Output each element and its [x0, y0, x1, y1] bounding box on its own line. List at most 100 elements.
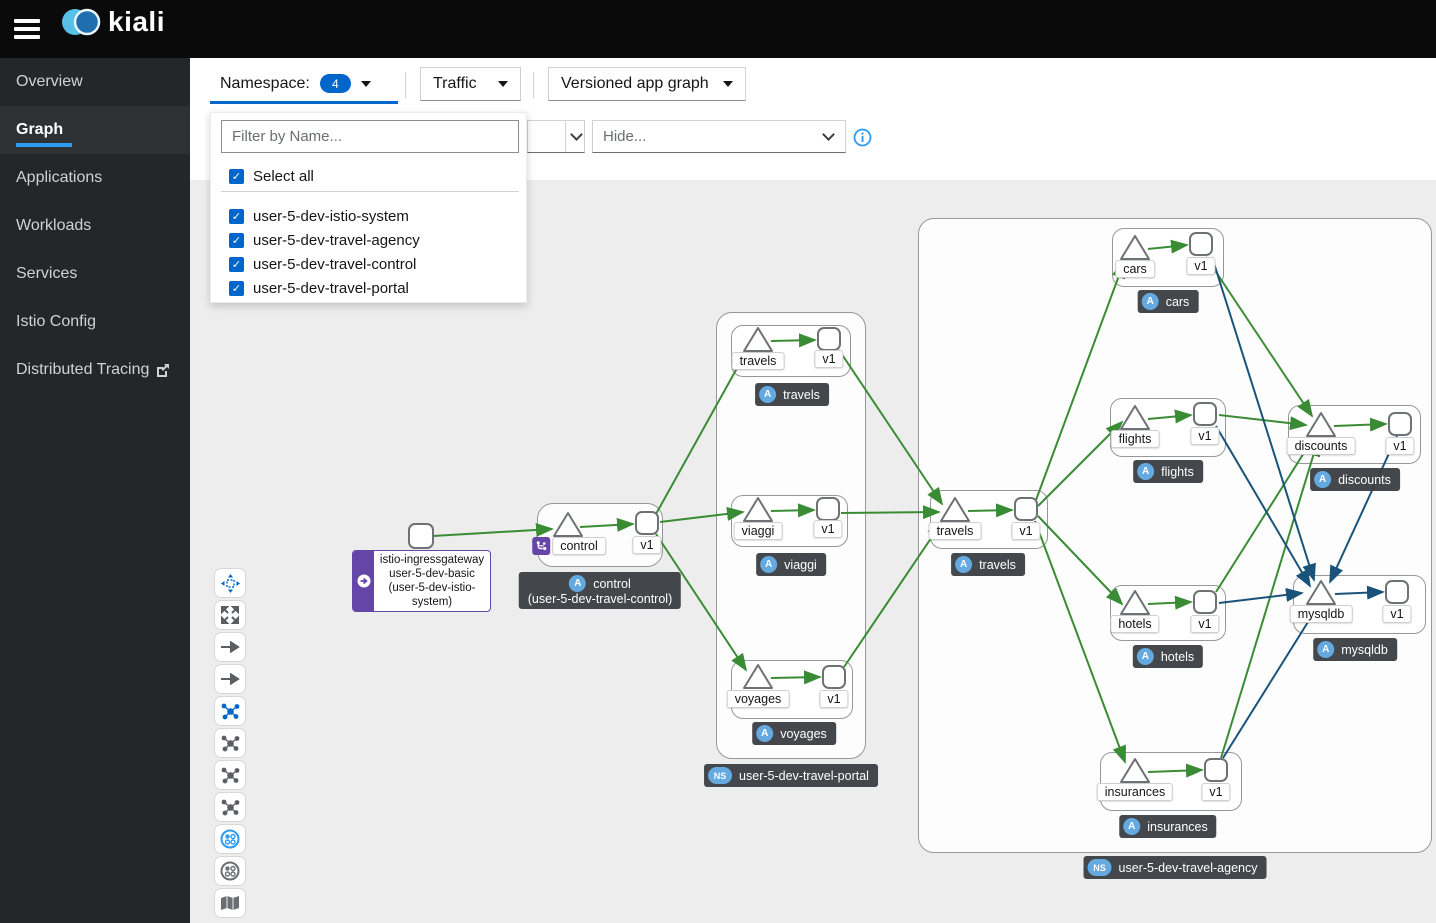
toolbar-divider	[405, 72, 406, 98]
version-node-control-v1[interactable]	[635, 511, 659, 535]
legend-button[interactable]	[214, 888, 246, 918]
namespace-option[interactable]: ✓ user-5-dev-travel-portal	[229, 280, 409, 297]
version-node-viaggi-v1[interactable]	[816, 497, 840, 521]
map-icon	[221, 896, 239, 910]
menu-toggle-icon[interactable]	[14, 19, 40, 39]
node-label-viaggi: viaggi	[733, 522, 783, 540]
node-label-v1: v1	[1186, 257, 1216, 275]
service-triangle-hotels[interactable]	[1120, 590, 1150, 615]
checkbox-checked-icon[interactable]: ✓	[229, 281, 244, 296]
namespace-filter-input[interactable]	[221, 120, 519, 153]
traffic-dropdown[interactable]: Traffic	[420, 67, 521, 101]
service-triangle-insurances[interactable]	[1120, 758, 1150, 783]
layout-button-3[interactable]	[214, 760, 246, 790]
checkbox-checked-icon[interactable]: ✓	[229, 257, 244, 272]
find-dropdown-partial[interactable]	[527, 120, 585, 153]
checkbox-checked-icon[interactable]: ✓	[229, 209, 244, 224]
chevron-down-icon	[723, 81, 733, 87]
namespace-option[interactable]: ✓ user-5-dev-travel-agency	[229, 232, 420, 249]
version-node-hotels-v1[interactable]	[1193, 590, 1217, 614]
ingressgateway-label[interactable]: istio-ingressgateway user-5-dev-basic (u…	[352, 550, 491, 613]
node-label-hotels: hotels	[1110, 615, 1160, 633]
version-node-discounts-v1[interactable]	[1388, 412, 1412, 436]
network-graph-icon	[221, 799, 239, 815]
version-node-insurances-v1[interactable]	[1204, 758, 1228, 782]
version-node-flights-v1[interactable]	[1193, 402, 1217, 426]
service-triangle-viaggi[interactable]	[743, 497, 773, 522]
sidebar-nav: Overview Graph Applications Workloads Se…	[0, 58, 190, 923]
layout-button-2[interactable]	[214, 728, 246, 758]
namespace-dropdown-button[interactable]: Namespace: 4	[210, 66, 398, 104]
sidebar-item-overview[interactable]: Overview	[16, 73, 83, 90]
hide-input[interactable]	[593, 128, 824, 145]
version-node-cars-v1[interactable]	[1189, 232, 1213, 256]
node-label-mysqldb: mysqldb	[1289, 605, 1353, 623]
service-triangle-mysqldb[interactable]	[1306, 580, 1336, 605]
node-label-cars: cars	[1115, 260, 1155, 278]
chevron-down-icon[interactable]	[822, 128, 835, 141]
sidebar-item-applications[interactable]: Applications	[16, 169, 103, 186]
arrow-right-icon	[221, 673, 240, 685]
edge-display-button-2[interactable]	[214, 664, 246, 694]
node-label-v1: v1	[814, 350, 844, 368]
network-graph-icon	[221, 735, 239, 751]
node-label-insurances: insurances	[1096, 783, 1174, 801]
service-triangle-discounts[interactable]	[1306, 412, 1336, 437]
layout-button-1[interactable]	[214, 696, 246, 726]
version-node-travels-portal-v1[interactable]	[817, 327, 841, 351]
checkbox-checked-icon[interactable]: ✓	[229, 233, 244, 248]
select-all-option[interactable]: ✓ Select all	[229, 168, 314, 185]
sidebar-item-istio-config[interactable]: Istio Config	[16, 313, 97, 330]
toolbar-divider	[533, 72, 534, 98]
service-triangle-voyages[interactable]	[743, 664, 773, 689]
namespace-layout-button-1[interactable]	[214, 824, 246, 854]
version-node-voyages-v1[interactable]	[822, 665, 846, 689]
service-triangle-flights[interactable]	[1120, 405, 1150, 430]
sidebar-item-distributed-tracing[interactable]: Distributed Tracing	[0, 346, 190, 394]
node-label-v1: v1	[1385, 437, 1415, 455]
namespace-badge: NS	[1087, 859, 1112, 876]
graph-type-dropdown[interactable]: Versioned app graph	[548, 67, 746, 101]
service-triangle-travels-agency[interactable]	[940, 497, 970, 522]
namespace-option[interactable]: ✓ user-5-dev-istio-system	[229, 208, 409, 225]
namespace-option[interactable]: ✓ user-5-dev-travel-control	[229, 256, 416, 273]
version-node-mysqldb-v1[interactable]	[1385, 580, 1409, 604]
kiali-logo[interactable]: kiali	[60, 4, 165, 40]
node-label-travels: travels	[928, 522, 982, 540]
node-label-v1: v1	[1190, 427, 1220, 445]
sidebar-item-services[interactable]: Services	[16, 265, 78, 282]
graph-canvas[interactable]: istio-ingressgateway user-5-dev-basic (u…	[190, 180, 1436, 923]
brand-name: kiali	[108, 6, 165, 37]
info-icon[interactable]	[853, 128, 872, 147]
pan-tool-button[interactable]	[214, 568, 246, 598]
node-label-v1: v1	[1011, 522, 1041, 540]
service-triangle-travels-portal[interactable]	[743, 327, 773, 352]
dropdown-divider	[221, 191, 519, 192]
checkbox-checked-icon[interactable]: ✓	[229, 169, 244, 184]
edge-display-button-1[interactable]	[214, 632, 246, 662]
tcp-edges[interactable]	[1211, 256, 1398, 759]
gateway-badge-icon	[353, 551, 374, 612]
workload-node-istio-ingressgateway[interactable]	[408, 523, 434, 549]
external-link-icon	[157, 364, 170, 377]
sidebar-item-workloads[interactable]: Workloads	[16, 217, 92, 234]
zoom-to-fit-button[interactable]	[214, 600, 246, 630]
http-edges[interactable]	[432, 239, 1388, 778]
layout-button-4[interactable]	[214, 792, 246, 822]
sidebar-item-graph[interactable]: Graph	[0, 106, 190, 154]
node-label-flights: flights	[1110, 430, 1160, 448]
version-node-travels-agency-v1[interactable]	[1014, 497, 1038, 521]
namespace-layout-button-2[interactable]	[214, 856, 246, 886]
cluster-circle-icon	[220, 829, 240, 849]
expand-icon	[221, 606, 239, 624]
service-triangle-control[interactable]	[553, 512, 583, 537]
chevron-down-icon	[570, 128, 583, 141]
service-triangle-cars[interactable]	[1120, 235, 1150, 260]
